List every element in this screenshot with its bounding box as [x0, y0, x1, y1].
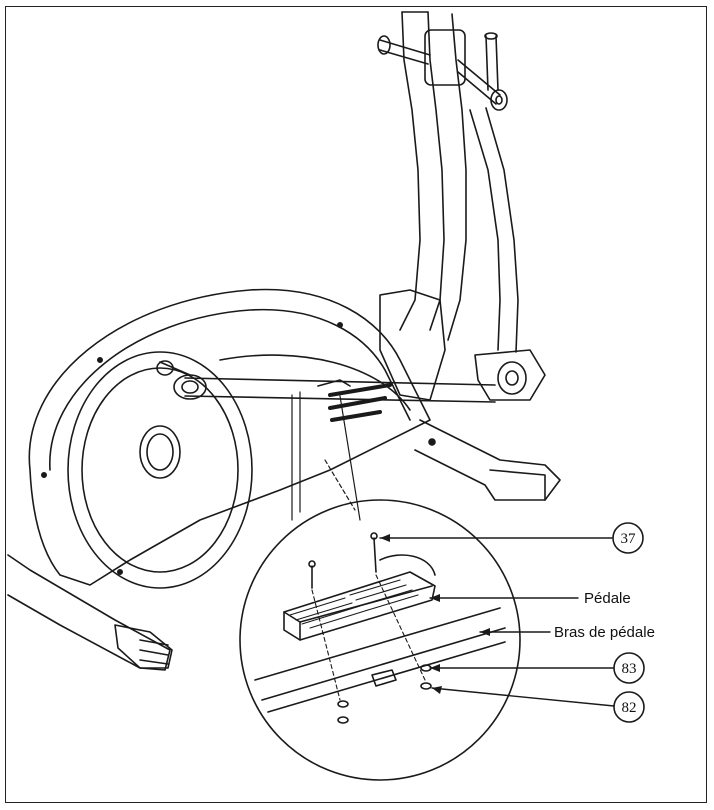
callout-83: 83	[613, 652, 645, 684]
label-pedal-arm: Bras de pédale	[554, 624, 655, 641]
rear-stabilizer	[7, 554, 173, 671]
label-pedal: Pédale	[584, 590, 631, 607]
callout-37-label: 37	[621, 531, 637, 547]
detail-circle	[239, 499, 521, 781]
diagram-frame	[5, 6, 707, 803]
handle-arm	[469, 107, 546, 401]
callout-82: 82	[613, 691, 645, 723]
callout-leaders	[379, 537, 615, 707]
base-frame	[379, 289, 561, 501]
flywheel-housing	[28, 288, 431, 589]
callout-83-label: 83	[622, 661, 637, 677]
callout-37: 37	[612, 522, 644, 554]
pedal-arm-tube	[156, 360, 496, 403]
callout-82-label: 82	[622, 700, 637, 716]
arrowheads	[380, 534, 490, 694]
upright-column	[377, 11, 508, 341]
zoom-lines	[291, 391, 361, 521]
